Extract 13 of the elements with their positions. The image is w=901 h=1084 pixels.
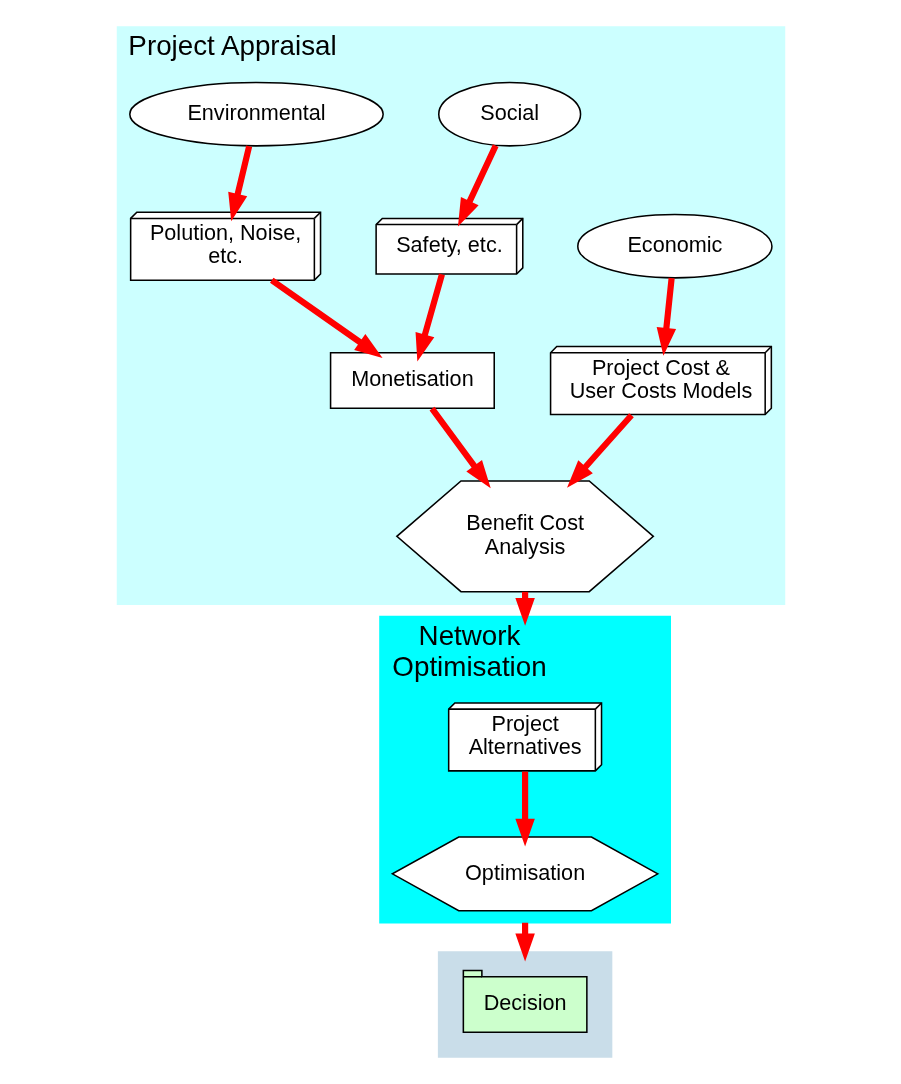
node-ellipse: Social	[437, 81, 581, 147]
arrow	[429, 406, 491, 489]
arrow	[566, 413, 634, 488]
arrow	[269, 277, 383, 358]
arrow	[457, 144, 498, 227]
node-box: Monetisation	[329, 351, 495, 410]
arrow	[514, 771, 535, 847]
cluster	[437, 951, 612, 1058]
arrow	[415, 273, 445, 362]
arrow	[656, 277, 676, 356]
node-ellipse: Economic	[576, 213, 773, 279]
arrow	[227, 145, 252, 222]
node-ellipse: Environmental	[128, 81, 384, 147]
